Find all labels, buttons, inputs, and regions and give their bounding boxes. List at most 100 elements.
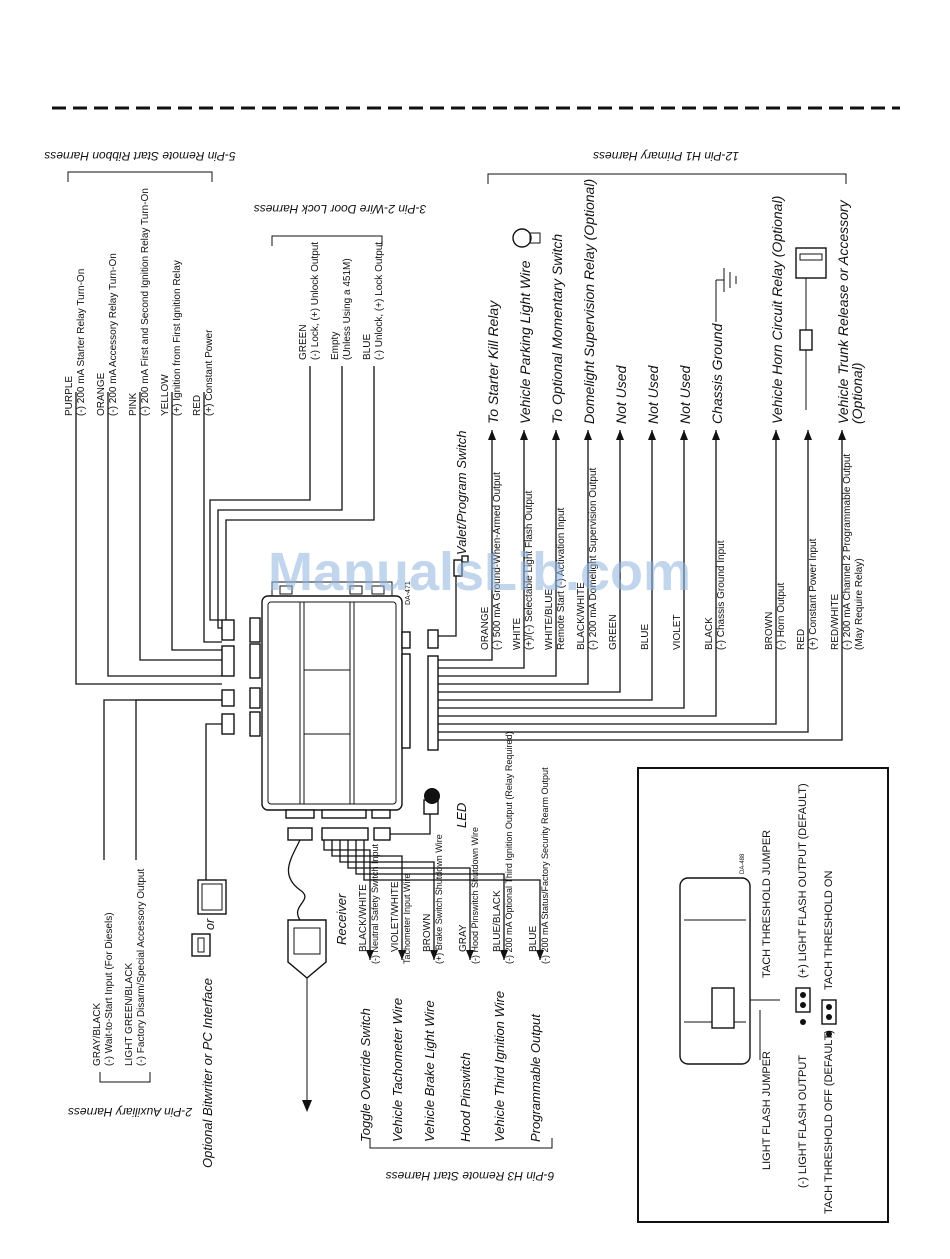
receiver [287,839,327,1112]
lock-harness-title: 3-Pin 2-Wire Door Lock Harness [254,202,427,216]
figure-number-main: DA-471 [405,581,412,605]
ribbon-wire-color: PINK [128,392,139,416]
primary-wire-arrow [772,430,780,440]
primary-wire [438,430,777,725]
ribbon-wire [139,392,222,661]
primary-wire [438,430,493,661]
primary-wire-color: WHITE/BLUE [544,589,555,650]
remote-start-wire-color: BLACK/WHITE [358,884,369,952]
primary-wire-arrow [584,430,592,440]
ribbon-wire-color: RED [192,395,203,416]
watermark: ManualsLib.com [268,542,691,602]
primary-wire [438,430,525,669]
optional-interface [191,723,227,957]
primary-wire [438,430,621,693]
primary-harness-bracket [487,173,847,184]
remote-start-harness-bracket [369,1138,553,1149]
aux-wire-color: GRAY/BLACK [92,1003,103,1066]
primary-wire-desc: (+)/(-) Selectable Light Flash Output [524,491,535,650]
inset-tach-jumper: TACH THRESHOLD JUMPER [761,830,773,978]
remote-start-wire-desc: (-) 200 mA Optional Third Ignition Outpu… [504,732,514,964]
primary-harness-title: 12-Pin H1 Primary Harness [593,149,739,163]
primary-wire-desc: (+) Constant Power Input [808,538,819,650]
ribbon-wire-desc: (-) 200 mA Accessory Relay Turn-On [108,253,119,416]
remote-start-wire-arrow [398,950,406,960]
primary-wire-color: WHITE [512,617,523,650]
ribbon-wire-desc: (-) 200 mA Starter Relay Turn-On [76,269,87,416]
primary-wire-destination2: (Optional) [849,363,865,424]
primary-wire-arrow [838,430,846,440]
ribbon-wire [203,392,222,643]
figure-number-inset: DA-488 [740,853,746,874]
aux-wire-desc: (-) Factory Disarm/Special Accessory Out… [136,869,147,1066]
primary-wire-desc2: (May Require Relay) [854,558,865,650]
primary-wire-arrow [552,430,560,440]
primary-wire-desc: (-) 500 mA Ground-When-Armed Output [492,472,503,650]
remote-start-wire-destination: Programmable Output [528,1013,543,1142]
lock-wire [209,366,311,621]
remote-start-wire-arrow [536,950,544,960]
inset-tach-on: TACH THRESHOLD ON [823,871,835,990]
inset-minus-light-flash: (-) LIGHT FLASH OUTPUT [797,1055,809,1188]
receiver-label: Receiver [334,893,349,945]
remote-start-wire-color: BLUE/BLACK [492,890,503,952]
remote-start-wire-arrow [466,950,474,960]
remote-start-wire-destination: Hood Pinswitch [458,1052,473,1142]
lock-wire-color: Empty [330,332,341,360]
ribbon-harness-title-line1: 5-Pin Remote Start Ribbon Harness [44,149,235,163]
primary-wire-arrow [488,430,496,440]
remote-start-wire-desc: (-) Hood Pinswitch Shutdown Wire [470,827,480,964]
remote-start-wire-color: BROWN [422,914,433,952]
primary-wire-color: BROWN [764,612,775,650]
led [390,788,440,835]
remote-start-wire-destination: Vehicle Tachometer Wire [390,998,405,1142]
inset-tach-off: TACH THRESHOLD OFF (DEFAULT) [823,1030,835,1214]
primary-wire [438,430,809,733]
lock-wire-color: GREEN [298,324,309,360]
remote-start-wire-desc: Tachometer Input Wire [402,873,412,964]
ribbon-wire-color: PURPLE [64,376,75,416]
aux-harness-title: 2-Pin Auxiliary Harness [68,1105,193,1119]
remote-start-wires: BLACK/WHITE(-) Neutral Safety Switch Inp… [323,732,550,1142]
remote-start-wire [363,840,541,960]
remote-start-wire-arrow [430,950,438,960]
remote-start-wire-destination: Vehicle Brake Light Wire [422,1000,437,1142]
ribbon-wire-color: YELLOW [160,374,171,416]
primary-wire-color: RED [796,629,807,650]
lock-wire-color: BLUE [362,334,373,360]
primary-wire-desc: (-) Horn Output [776,583,787,650]
primary-wire-color: ORANGE [480,606,491,650]
led-label: LED [454,803,469,828]
remote-start-wire-destination: Toggle Override Switch [358,1008,373,1142]
optional-interface-label: Optional Bitwriter or PC Interface [200,978,215,1168]
primary-wire-color: BLACK/WHITE [576,582,587,650]
remote-start-wire-color: GRAY [458,924,469,952]
ground-symbol [715,268,737,322]
jumper-inset [637,767,889,1223]
ribbon-wire-desc: (+) Constant Power [204,329,215,416]
battery-relay-symbol [795,247,827,410]
primary-wire-arrow [648,430,656,440]
inset-plus-light-flash: (+) LIGHT FLASH OUTPUT (DEFAULT) [797,783,809,978]
valet-switch [438,555,469,637]
primary-wire-destination: Not Used [677,364,693,424]
aux-harness-bracket [99,1072,151,1083]
ribbon-wire-desc: (+) Ignition from First Ignition Relay [172,260,183,416]
valet-switch-label: Valet/Program Switch [454,430,469,555]
remote-start-harness-title: 6-Pin H3 Remote Start Harness [386,1169,555,1183]
primary-wires: ORANGE(-) 500 mA Ground-When-Armed Outpu… [438,179,865,741]
remote-start-wire-arrow [500,950,508,960]
control-module [261,581,403,811]
lock-wire-desc: (Unless Using a 451M) [342,258,353,360]
primary-wire [438,430,653,701]
primary-wire-destination: Not Used [645,364,661,424]
module-left-connectors [221,617,261,737]
aux-wire [135,699,222,860]
primary-wire-desc: (-) 200 mA Channel 2 Programmable Output [842,454,853,650]
aux-wires: GRAY/BLACK(-) Wait-to-Start Input (For D… [92,699,222,1066]
aux-wire [103,699,222,860]
primary-wire-color: RED/WHITE [830,594,841,650]
